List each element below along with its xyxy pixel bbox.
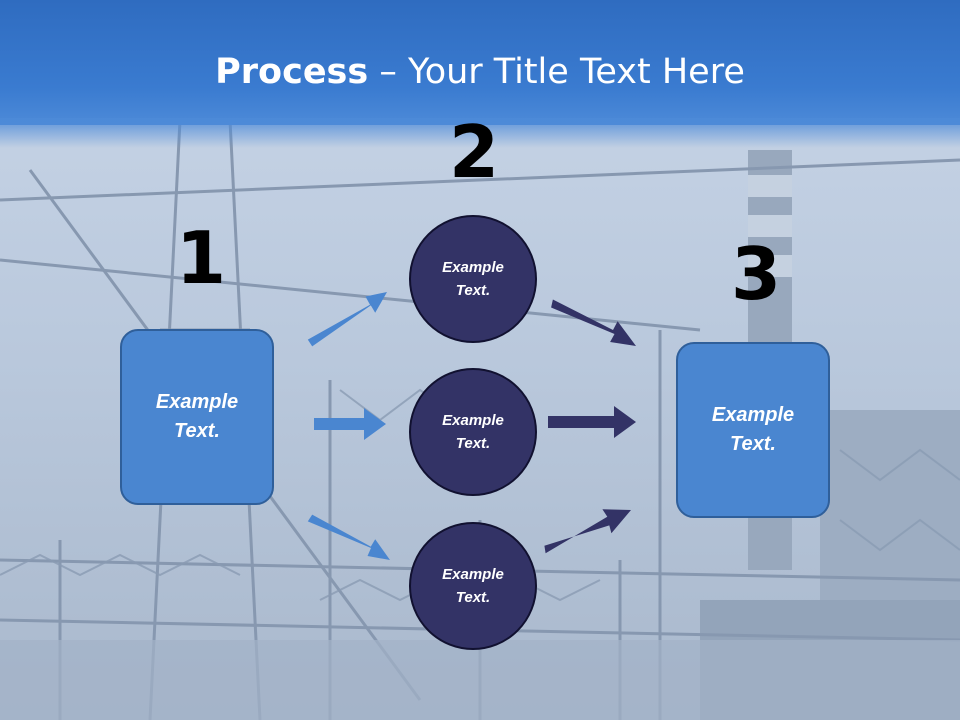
step-number-1: 1 bbox=[176, 216, 227, 300]
step-3-text: Example Text. bbox=[711, 404, 795, 455]
step-2-node-middle: Example Text. bbox=[409, 368, 537, 496]
step-2-node-middle-text: Example Text. bbox=[442, 411, 504, 452]
step-2-node-top-text: Example Text. bbox=[442, 258, 504, 299]
step-2-node-bottom-text: Example Text. bbox=[442, 565, 504, 606]
step-2-node-bottom: Example Text. bbox=[409, 522, 537, 650]
title-bar-fade bbox=[0, 118, 960, 148]
arrow-right-up-dark bbox=[544, 509, 631, 554]
step-3-box: Example Text. bbox=[676, 342, 830, 518]
slide-title: Process – Your Title Text Here bbox=[0, 52, 960, 92]
step-number-3: 3 bbox=[731, 232, 782, 316]
arrow-right-down-dark bbox=[551, 299, 636, 346]
step-1-box: Example Text. bbox=[120, 329, 274, 505]
step-1-text: Example Text. bbox=[155, 391, 239, 442]
title-rest: – Your Title Text Here bbox=[368, 52, 745, 92]
arrow-right-light bbox=[314, 408, 386, 440]
title-bar bbox=[0, 0, 960, 125]
step-number-2: 2 bbox=[449, 110, 500, 194]
arrow-right-down-light bbox=[307, 514, 390, 560]
title-bold: Process bbox=[215, 52, 369, 92]
arrow-right-up-light bbox=[307, 292, 387, 347]
step-2-node-top: Example Text. bbox=[409, 215, 537, 343]
arrow-right-dark bbox=[548, 406, 636, 438]
